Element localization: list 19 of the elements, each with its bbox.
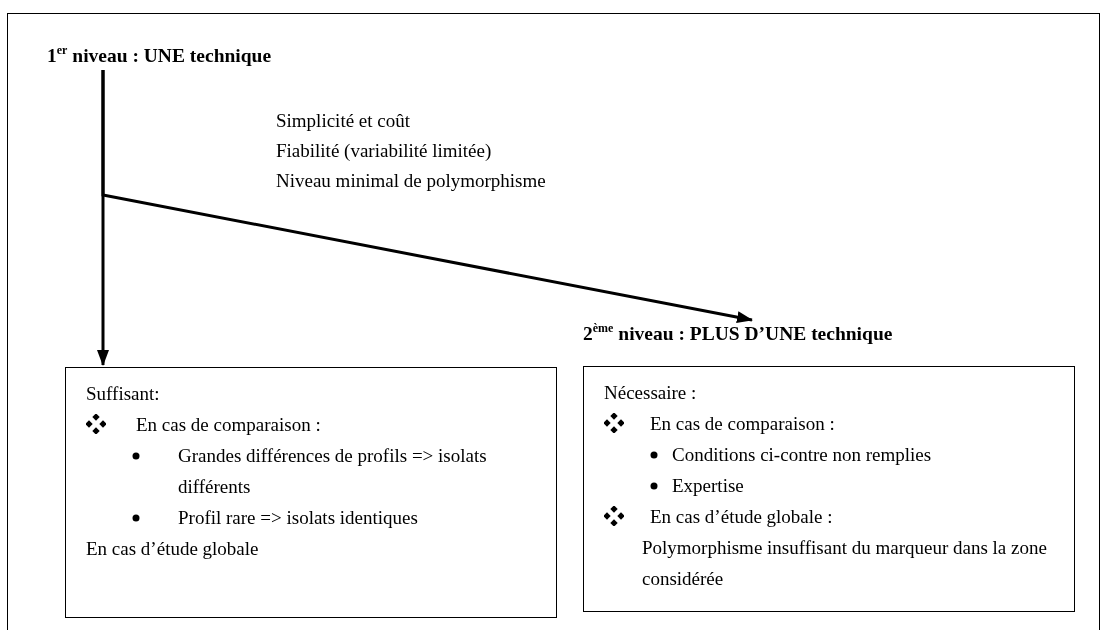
list-item-text: Suffisant:	[86, 382, 160, 406]
list-item-text: Conditions ci-contre non remplies	[672, 443, 932, 467]
level-heading: 2$^{ème}$ niveau : PLUS D’UNE technique	[583, 322, 893, 346]
criterion-text: Simplicité et coût	[276, 109, 412, 133]
text-box	[65, 367, 557, 618]
arrow	[101, 70, 753, 324]
level-heading: 1$^{er}$ niveau : UNE technique	[47, 44, 272, 68]
list-item-text: En cas de comparaison :	[650, 412, 835, 436]
list-item-text: Expertise	[672, 474, 744, 498]
list-item-text: Grandes différences de profils => isolats différents	[178, 444, 488, 499]
list-item-text: En cas d’étude globale	[86, 537, 259, 561]
criterion-text: Niveau minimal de polymorphisme	[276, 169, 546, 193]
list-item-text: En cas d’étude globale :	[650, 505, 833, 529]
list-item-text: Profil rare => isolats identiques	[178, 506, 418, 530]
criterion-text: Fiabilité (variabilité limitée)	[276, 139, 493, 163]
list-item-text: Nécessaire :	[604, 381, 697, 405]
text-box	[583, 366, 1075, 612]
list-item-text: En cas de comparaison :	[136, 413, 321, 437]
list-item-text: Polymorphisme insuffisant du marqueur dans la zone considérée	[642, 536, 1048, 591]
